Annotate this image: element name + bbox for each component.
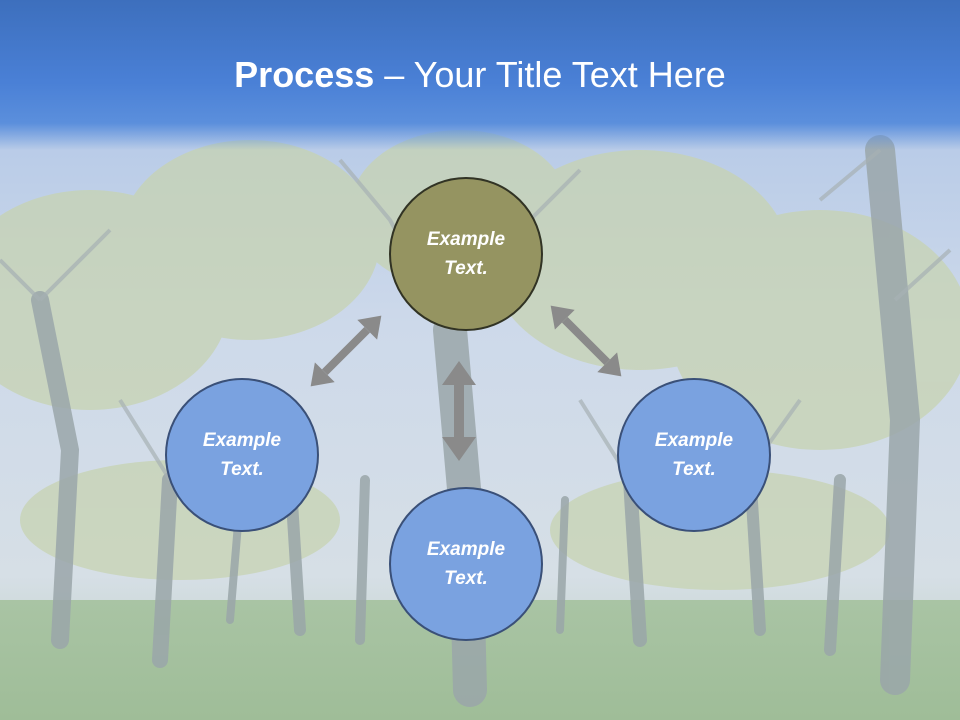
process-node-bottom: Example Text. — [389, 487, 543, 641]
node-text: Example Text. — [654, 430, 734, 480]
process-node-top: Example Text. — [389, 177, 543, 331]
double-arrow-top-right — [550, 305, 622, 377]
node-text: Example Text. — [426, 539, 506, 589]
double-arrow-left-top — [310, 315, 382, 387]
process-node-left: Example Text. — [165, 378, 319, 532]
node-text: Example Text. — [426, 229, 506, 279]
title-rest: – Your Title Text Here — [374, 54, 726, 95]
title-band — [0, 0, 960, 150]
slide-title: Process – Your Title Text Here — [0, 52, 960, 98]
node-text: Example Text. — [202, 430, 282, 480]
double-arrow-top-bottom — [442, 361, 476, 461]
title-strong: Process — [234, 54, 375, 95]
process-node-right: Example Text. — [617, 378, 771, 532]
